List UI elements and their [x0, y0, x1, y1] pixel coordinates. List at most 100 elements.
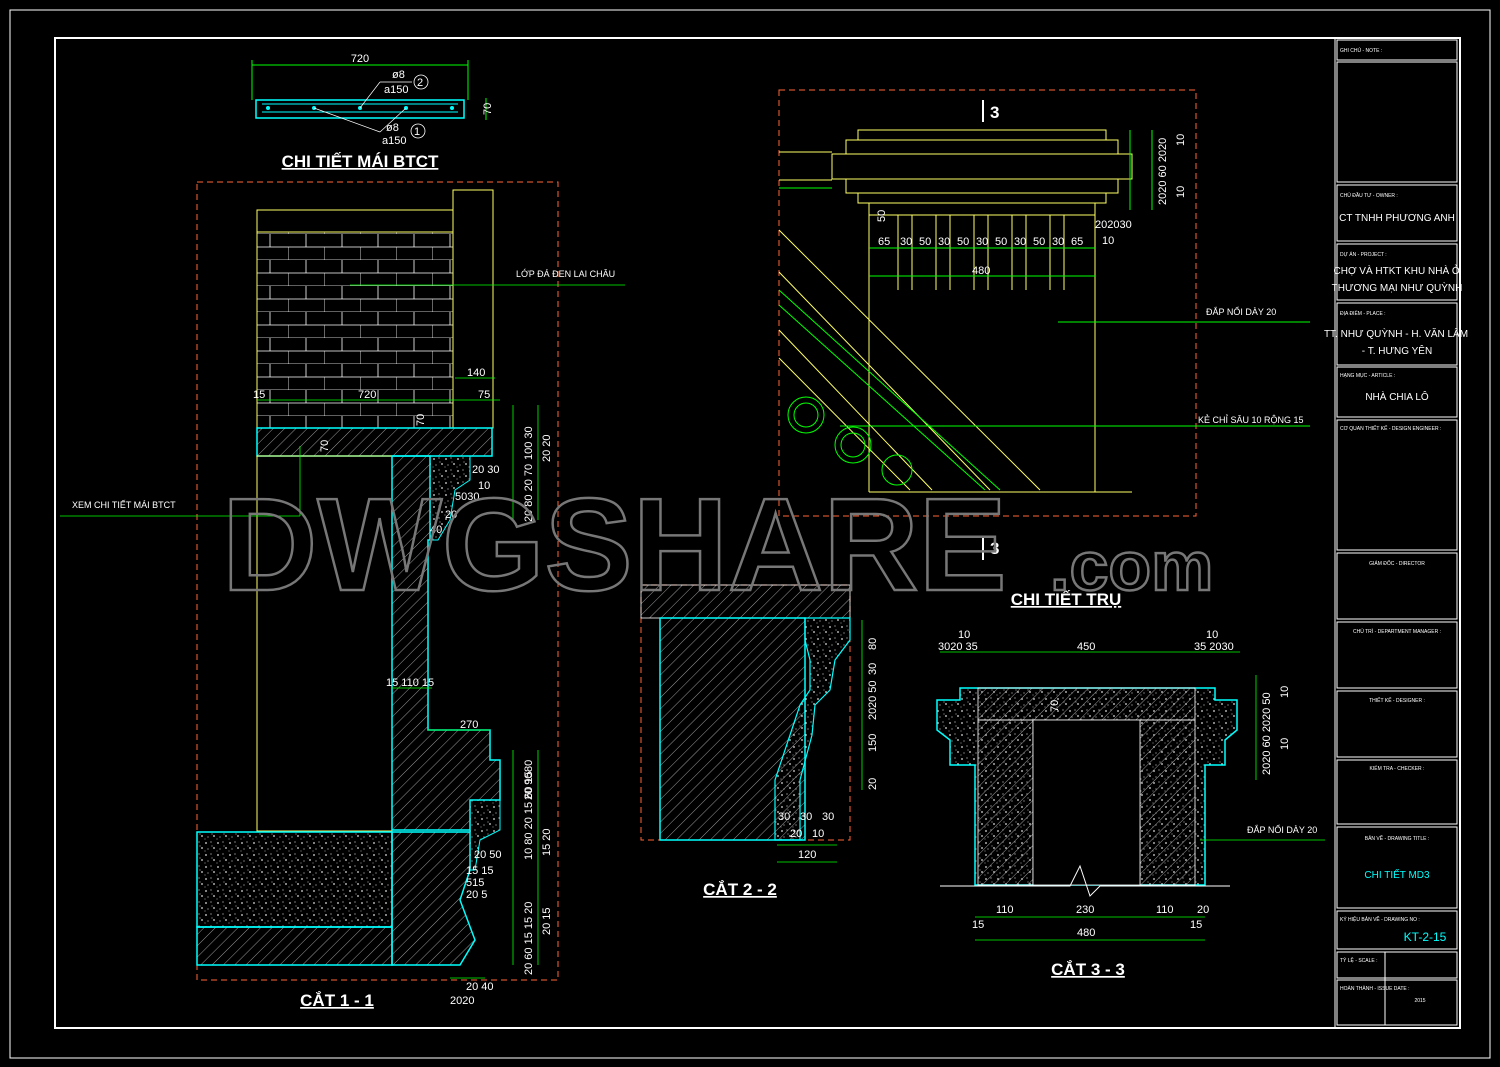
- dim-151015: 15 110 15: [386, 677, 434, 689]
- dim-720: 720: [358, 389, 376, 401]
- dim-5030: 5030: [455, 491, 479, 503]
- title-block: [1334, 38, 1458, 1028]
- s33-15a: 15: [972, 919, 984, 931]
- s33-top-right: 35 2030: [1194, 641, 1234, 653]
- s33-b2: 110: [1156, 904, 1174, 916]
- pillar-right-10: 10: [1102, 235, 1114, 247]
- pillar-dim-5: 30: [976, 236, 988, 248]
- s22-m1: 10: [812, 828, 824, 840]
- s33-total: 480: [1077, 927, 1095, 939]
- s33-b20: 20: [1197, 904, 1209, 916]
- section-11-title: CẮT 1 - 1: [300, 991, 374, 1010]
- tb-article: NHÀ CHIA LÔ: [1365, 390, 1429, 403]
- section-3-3: 10 3020 35 450 10 35 2030 70 2020 60 202…: [936, 629, 1325, 979]
- dim-2050: 20 50: [474, 849, 502, 861]
- s33-right-10b: 10: [1279, 738, 1291, 750]
- dim-right-top2: 20 20: [541, 434, 553, 462]
- pillar-dim-2: 50: [919, 236, 931, 248]
- pillar-dim-3: 30: [938, 236, 950, 248]
- pillar-dim-8: 50: [1033, 236, 1045, 248]
- tb-place-2: - T. HƯNG YÊN: [1362, 344, 1432, 357]
- rebar-bottom-tag: 1: [414, 126, 420, 138]
- section-marker-bottom: 3: [990, 539, 999, 558]
- tb-project-1: CHỢ VÀ HTKT KHU NHÀ Ở: [1334, 264, 1461, 277]
- roof-width-dim: 720: [351, 53, 369, 65]
- rebar-bottom-dia: ø8: [386, 122, 399, 134]
- tb-drawing-no-label: KÝ HIỆU BẢN VẼ - DRAWING NO :: [1340, 915, 1420, 923]
- section-marker-top: 3: [990, 103, 999, 122]
- inner-frame: [54, 37, 1461, 1029]
- section-22-title: CẮT 2 - 2: [703, 880, 777, 899]
- roof-height-dim: 70: [482, 103, 494, 115]
- dim-bottom2: 20 40: [466, 981, 494, 993]
- tb-manager-label: CHỦ TRÌ - DEPARTMENT MANAGER :: [1353, 628, 1441, 635]
- note-see-roof: XEM CHI TIẾT MÁI BTCT: [72, 500, 176, 510]
- dim-right-low4: 15 20: [541, 828, 553, 856]
- s33-b1: 230: [1076, 904, 1094, 916]
- section-2-2: 80 30 20 50 20 150 20 30 30 30 20 10 120…: [640, 584, 879, 899]
- note-stone-layer: LỚP ĐÁ ĐEN LAI CHÂU: [516, 269, 615, 279]
- note-groove: KẺ CHỈ SÂU 10 RỘNG 15: [1198, 414, 1304, 425]
- tb-project-2: THƯƠNG MẠI NHƯ QUỲNH: [1332, 281, 1463, 294]
- pillar-detail-title: CHI TIẾT TRỤ: [1011, 590, 1122, 609]
- s22-r5: 20: [867, 778, 879, 790]
- rebar-top-tag: 2: [417, 77, 423, 89]
- dim-bottom-right2: 20 15: [541, 907, 553, 935]
- title-block-text: GHI CHÚ - NOTE : CHỦ ĐẦU TƯ - OWNER : CT…: [1324, 47, 1468, 1004]
- foundation-concrete: [196, 831, 393, 928]
- roof-slab-section: [256, 427, 493, 457]
- tb-place-1: TT. NHƯ QUỲNH - H. VĂN LÂM: [1324, 327, 1468, 340]
- tb-date-value: 2015: [1414, 998, 1425, 1004]
- dim-right-low: 80: [523, 760, 535, 772]
- s22-b0: 30: [778, 811, 790, 823]
- tb-project-label: DỰ ÁN - PROJECT :: [1340, 251, 1387, 258]
- dim-70a: 70: [415, 414, 427, 426]
- dim-40: 40: [430, 524, 442, 536]
- s33-b0: 110: [996, 904, 1014, 916]
- pillar-dim-50: 50: [876, 210, 888, 222]
- s22-r3: 20: [867, 708, 879, 720]
- pillar-dim-4: 50: [957, 236, 969, 248]
- tb-owner-label: CHỦ ĐẦU TƯ - OWNER :: [1340, 192, 1398, 199]
- section-33-title: CẮT 3 - 3: [1051, 960, 1125, 979]
- tb-director-label: GIÁM ĐỐC - DIRECTOR: [1369, 560, 1425, 567]
- pillar-dim-1: 30: [900, 236, 912, 248]
- pillar-dim-0: 65: [878, 236, 890, 248]
- s33-top-left: 3020 35: [938, 641, 978, 653]
- dim-10: 10: [478, 480, 490, 492]
- dim-70b: 70: [319, 440, 331, 452]
- watermark: DWGSHARE .com: [221, 470, 1215, 620]
- roof-detail: 720 70 ø8 a150 2 ø8 a150 1 CHI TIẾT MÁI …: [251, 53, 494, 171]
- watermark-suffix: .com: [1050, 527, 1213, 605]
- tb-drawing-no: KT-2-15: [1404, 930, 1447, 944]
- dim-75: 75: [478, 389, 490, 401]
- s22-total: 120: [798, 849, 816, 861]
- roof-slab: [255, 99, 465, 119]
- s22-r0: 80: [867, 638, 879, 650]
- watermark-main: DWGSHARE: [222, 471, 1007, 618]
- note-stucco-top: ĐẮP NỔI DÀY 20: [1206, 306, 1276, 317]
- pillar-right-10a: 10: [1175, 134, 1187, 146]
- outer-frame: [9, 9, 1491, 1059]
- dim-270: 270: [460, 719, 478, 731]
- pillar-right-small: 202030: [1095, 219, 1132, 231]
- dim-right-mid: 20 80 20 70: [523, 464, 535, 522]
- pillar-right-10b: 10: [1175, 186, 1187, 198]
- tb-note-label: GHI CHÚ - NOTE :: [1340, 47, 1382, 54]
- section-11-extent: [196, 181, 559, 981]
- s22-r2: 20 50: [867, 680, 879, 708]
- s33-top-right-10: 10: [1206, 629, 1218, 641]
- pillar-dim-9: 30: [1052, 236, 1064, 248]
- roof-detail-title: CHI TIẾT MÁI BTCT: [282, 152, 439, 171]
- note-stucco-bottom: ĐẮP NỔI DÀY 20: [1247, 824, 1317, 835]
- tb-owner: CT TNHH PHƯƠNG ANH: [1339, 213, 1455, 224]
- rebar-bottom-spacing: a150: [382, 135, 406, 147]
- dim-right-low2: 20 90: [523, 772, 535, 800]
- pillar-total-dim: 480: [972, 265, 990, 277]
- tb-place-label: ĐỊA ĐIỂM - PLACE :: [1340, 310, 1386, 317]
- tb-date-label: HOÀN THÀNH - ISSUE DATE :: [1340, 985, 1410, 992]
- rebar-top-dia: ø8: [392, 69, 405, 81]
- pillar-right-vertical: 2020 60 2020: [1157, 138, 1169, 205]
